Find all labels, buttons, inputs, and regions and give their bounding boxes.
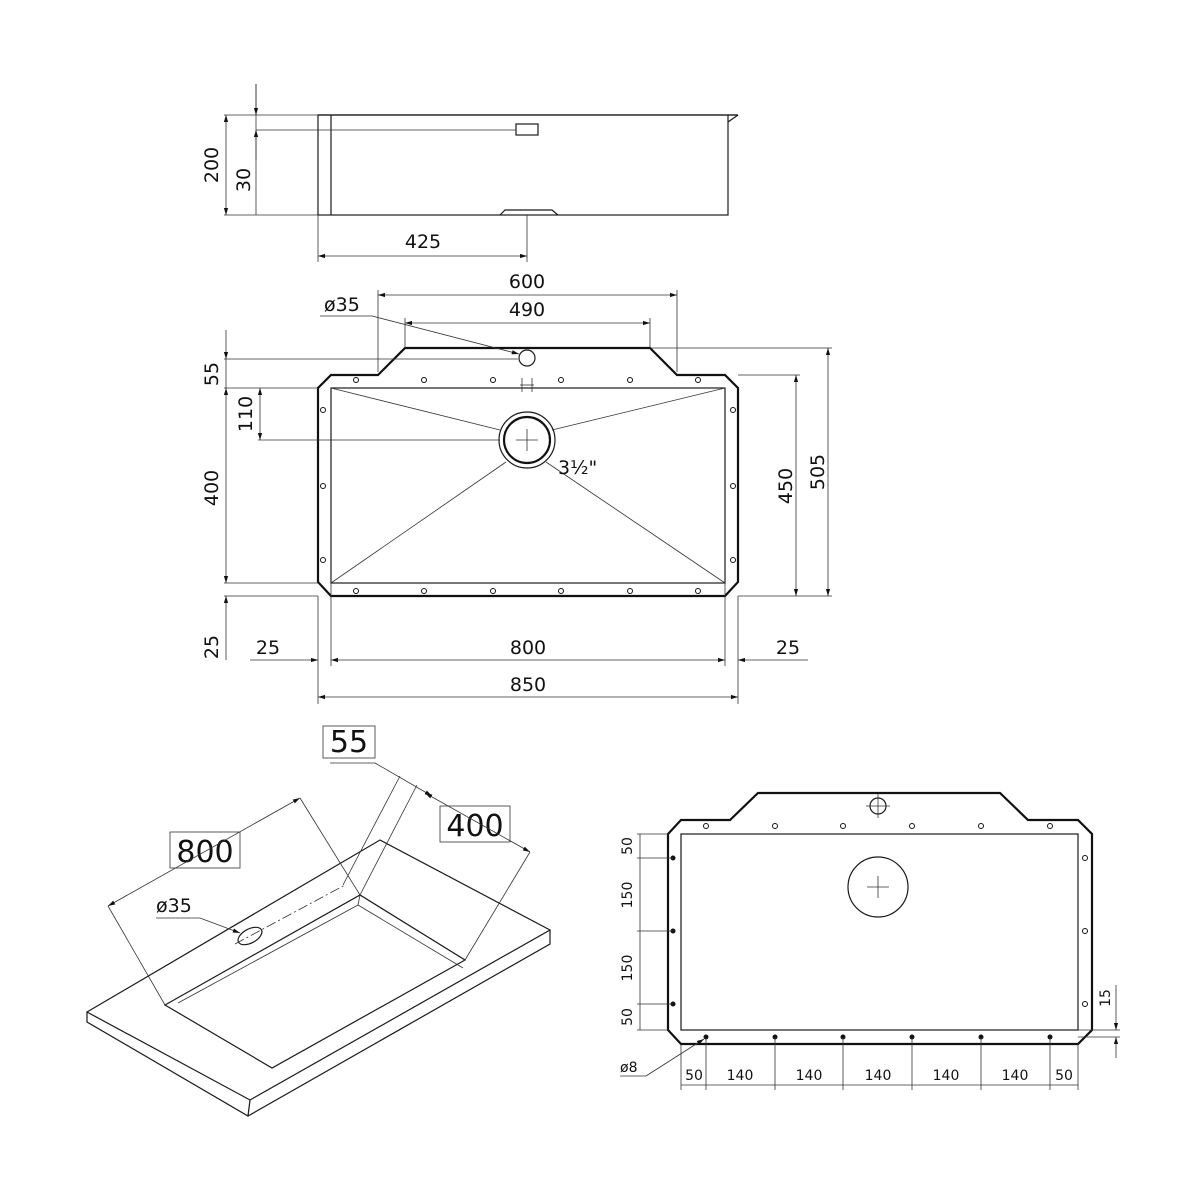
iso-depth: 400 [446, 809, 503, 844]
bottom-dim-5: 140 [933, 1068, 960, 1084]
bottom-dim-7: 50 [1055, 1068, 1073, 1084]
iso-back-depth: 55 [330, 725, 368, 760]
bottom-dim-6: 140 [1002, 1068, 1029, 1084]
width-back: 600 [509, 271, 545, 293]
depth-450: 450 [775, 468, 797, 504]
side-drain-offset: 425 [405, 231, 441, 253]
top-view: 3½" 600 490 ø35 [201, 271, 832, 704]
side-height-total: 200 [201, 147, 223, 183]
bottom-dim-4: 140 [865, 1068, 892, 1084]
tap-hole [518, 349, 536, 367]
bottom-dim-1: 50 [685, 1068, 703, 1084]
side-margin-right: 25 [776, 637, 800, 659]
drain-offset: 110 [235, 396, 257, 432]
bottom-left-dim-1: 50 [620, 837, 636, 855]
side-margin-left: 25 [256, 637, 280, 659]
iso-bowl-opening [163, 894, 467, 1069]
outer-width: 850 [510, 674, 546, 696]
drain-outlet [499, 209, 559, 216]
iso-slab-front [86, 930, 551, 1117]
bottom-view: 50 150 150 50 15 ø8 50 140 140 140 140 1… [620, 791, 1120, 1090]
iso-tap-hole [237, 926, 263, 946]
bottom-right-dim: 15 [1098, 989, 1114, 1007]
bottom-left-dim-2: 150 [620, 882, 636, 909]
tap-hole-label: ø35 [324, 294, 360, 316]
side-height-overflow: 30 [233, 168, 255, 192]
side-view: 200 30 425 [201, 84, 739, 262]
front-margin: 25 [201, 635, 223, 659]
drain-inner [502, 415, 552, 465]
iso-view: 55 800 400 ø35 [85, 725, 552, 1117]
bottom-drain [847, 856, 909, 918]
mounting-holes-bottom [670, 823, 1088, 1040]
back-depth: 55 [201, 362, 223, 386]
bottom-view-inner [680, 833, 1079, 1031]
overflow-slot [515, 123, 539, 136]
bottom-left-dim-3: 150 [620, 955, 636, 982]
width-back-inner: 490 [509, 299, 545, 321]
bottom-view-outline [666, 791, 1094, 1046]
bottom-dim-3: 140 [796, 1068, 823, 1084]
bottom-hole-dia: ø8 [620, 1060, 637, 1076]
bottom-left-dim-4: 50 [620, 1008, 636, 1026]
bowl-inner [330, 387, 726, 584]
iso-back-depth-box [322, 725, 376, 759]
depth-505: 505 [807, 454, 829, 490]
iso-tap-hole-label: ø35 [156, 895, 192, 917]
inner-width: 800 [510, 637, 546, 659]
bottom-dim-2: 140 [727, 1068, 754, 1084]
inner-depth: 400 [201, 470, 223, 506]
mounting-holes-top [320, 377, 736, 594]
drain-size-label: 3½" [558, 457, 597, 479]
